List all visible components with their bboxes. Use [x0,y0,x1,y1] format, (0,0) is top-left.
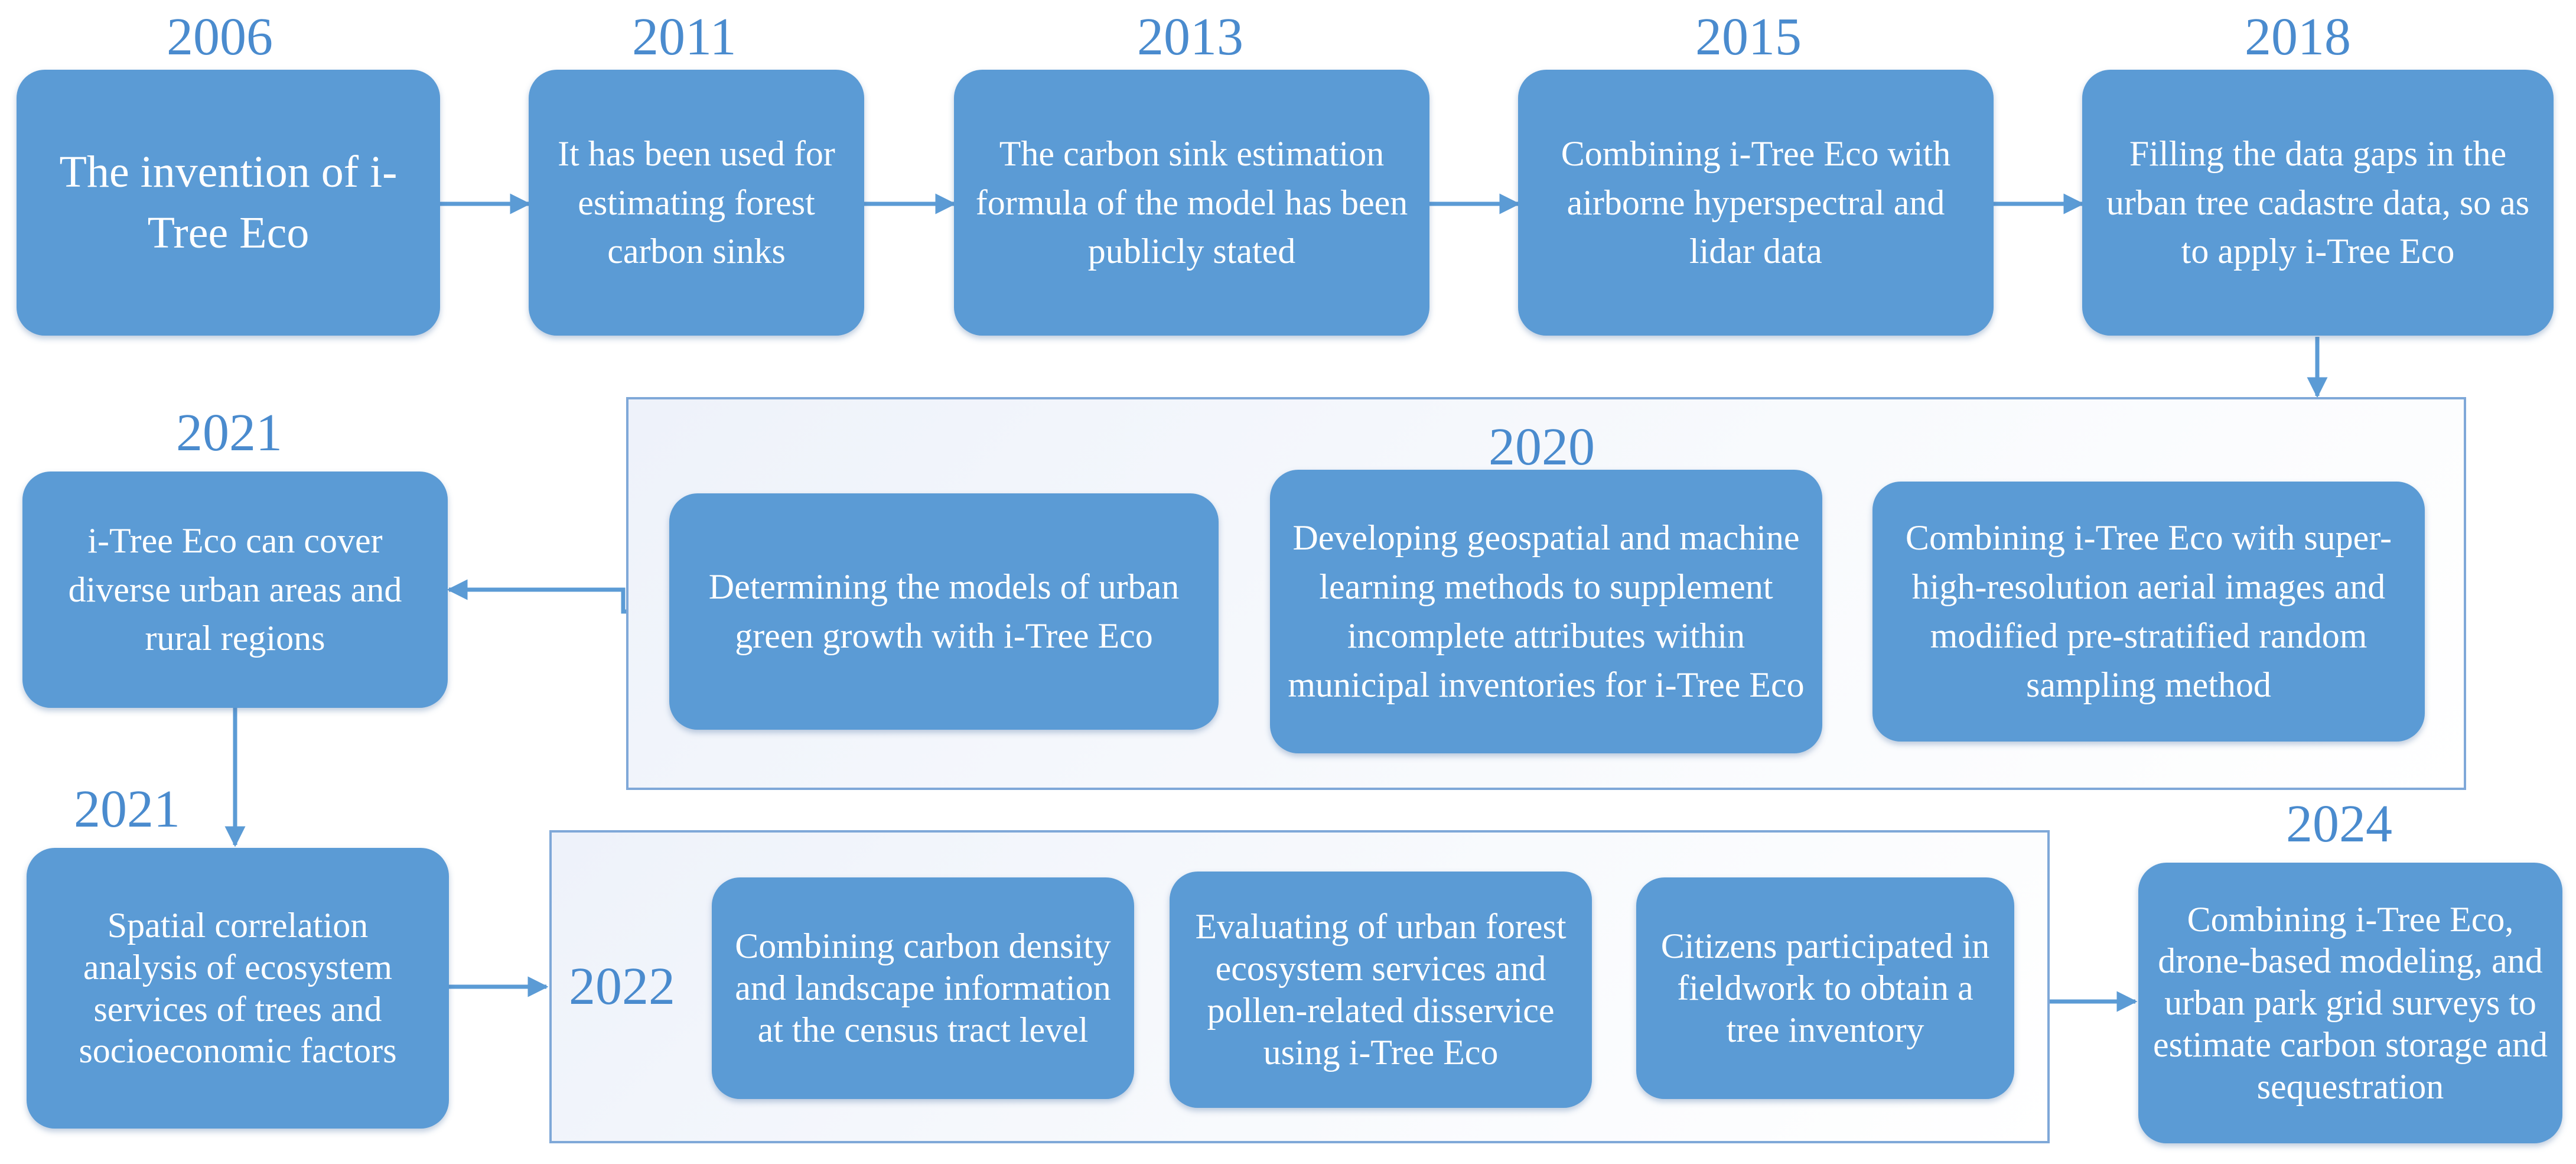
group-2020-item-3-box: Combining i-Tree Eco with super-high-res… [1872,482,2425,742]
year-label-2011: 2011 [632,8,737,66]
year-label-2022: 2022 [569,957,675,1016]
group-2022-item-3-box: Citizens participated in fieldwork to ob… [1636,877,2014,1099]
milestone-2021-lower-text: Spatial correlation analysis of ecosyste… [79,905,397,1071]
milestone-2024-box: Combining i-Tree Eco, drone-based modeli… [2138,863,2562,1143]
milestone-2018-text: Filling the data gaps in the urban tree … [2106,134,2530,271]
milestone-2015-text: Combining i-Tree Eco with airborne hyper… [1561,134,1951,271]
milestone-2011-box: It has been used for estimating forest c… [529,70,864,336]
group-2022-item-2-text: Evaluating of urban forest ecosystem ser… [1195,907,1567,1072]
group-2020-item-3-text: Combining i-Tree Eco with super-high-res… [1905,518,2392,704]
milestone-2006-box: The invention of i-Tree Eco [17,70,440,336]
milestone-2024-text: Combining i-Tree Eco, drone-based modeli… [2152,899,2548,1106]
milestone-2006-text: The invention of i-Tree Eco [59,147,398,258]
milestone-2021-lower-box: Spatial correlation analysis of ecosyste… [27,848,449,1129]
year-label-2021-lower: 2021 [74,780,180,838]
year-label-2006: 2006 [167,8,273,66]
group-2022-item-2-box: Evaluating of urban forest ecosystem ser… [1170,872,1592,1108]
milestone-2018-box: Filling the data gaps in the urban tree … [2082,70,2554,336]
year-label-2020: 2020 [1489,418,1595,476]
group-2020-item-1-text: Determining the models of urban green gr… [708,567,1180,655]
year-label-2015: 2015 [1695,8,1802,66]
group-2022-item-3-text: Citizens participated in fieldwork to ob… [1660,926,1990,1049]
milestone-2021-upper-text: i-Tree Eco can cover diverse urban areas… [68,521,402,658]
group-2020-item-2-box: Developing geospatial and machine learni… [1270,470,1822,753]
milestone-2013-box: The carbon sink estimation formula of th… [954,70,1429,336]
year-label-2018: 2018 [2245,8,2351,66]
year-label-2021-upper: 2021 [176,404,282,462]
group-2022-item-1-box: Combining carbon density and landscape i… [712,877,1134,1099]
milestone-2013-text: The carbon sink estimation formula of th… [975,134,1408,271]
milestone-2011-text: It has been used for estimating forest c… [558,134,835,271]
year-label-2013: 2013 [1137,8,1243,66]
milestone-2021-upper-box: i-Tree Eco can cover diverse urban areas… [22,472,448,708]
group-2020-item-2-text: Developing geospatial and machine learni… [1288,518,1805,704]
year-label-2024: 2024 [2286,795,2392,853]
milestone-2015-box: Combining i-Tree Eco with airborne hyper… [1518,70,1994,336]
group-2020-item-1-box: Determining the models of urban green gr… [669,493,1219,730]
group-2022-item-1-text: Combining carbon density and landscape i… [735,926,1111,1049]
